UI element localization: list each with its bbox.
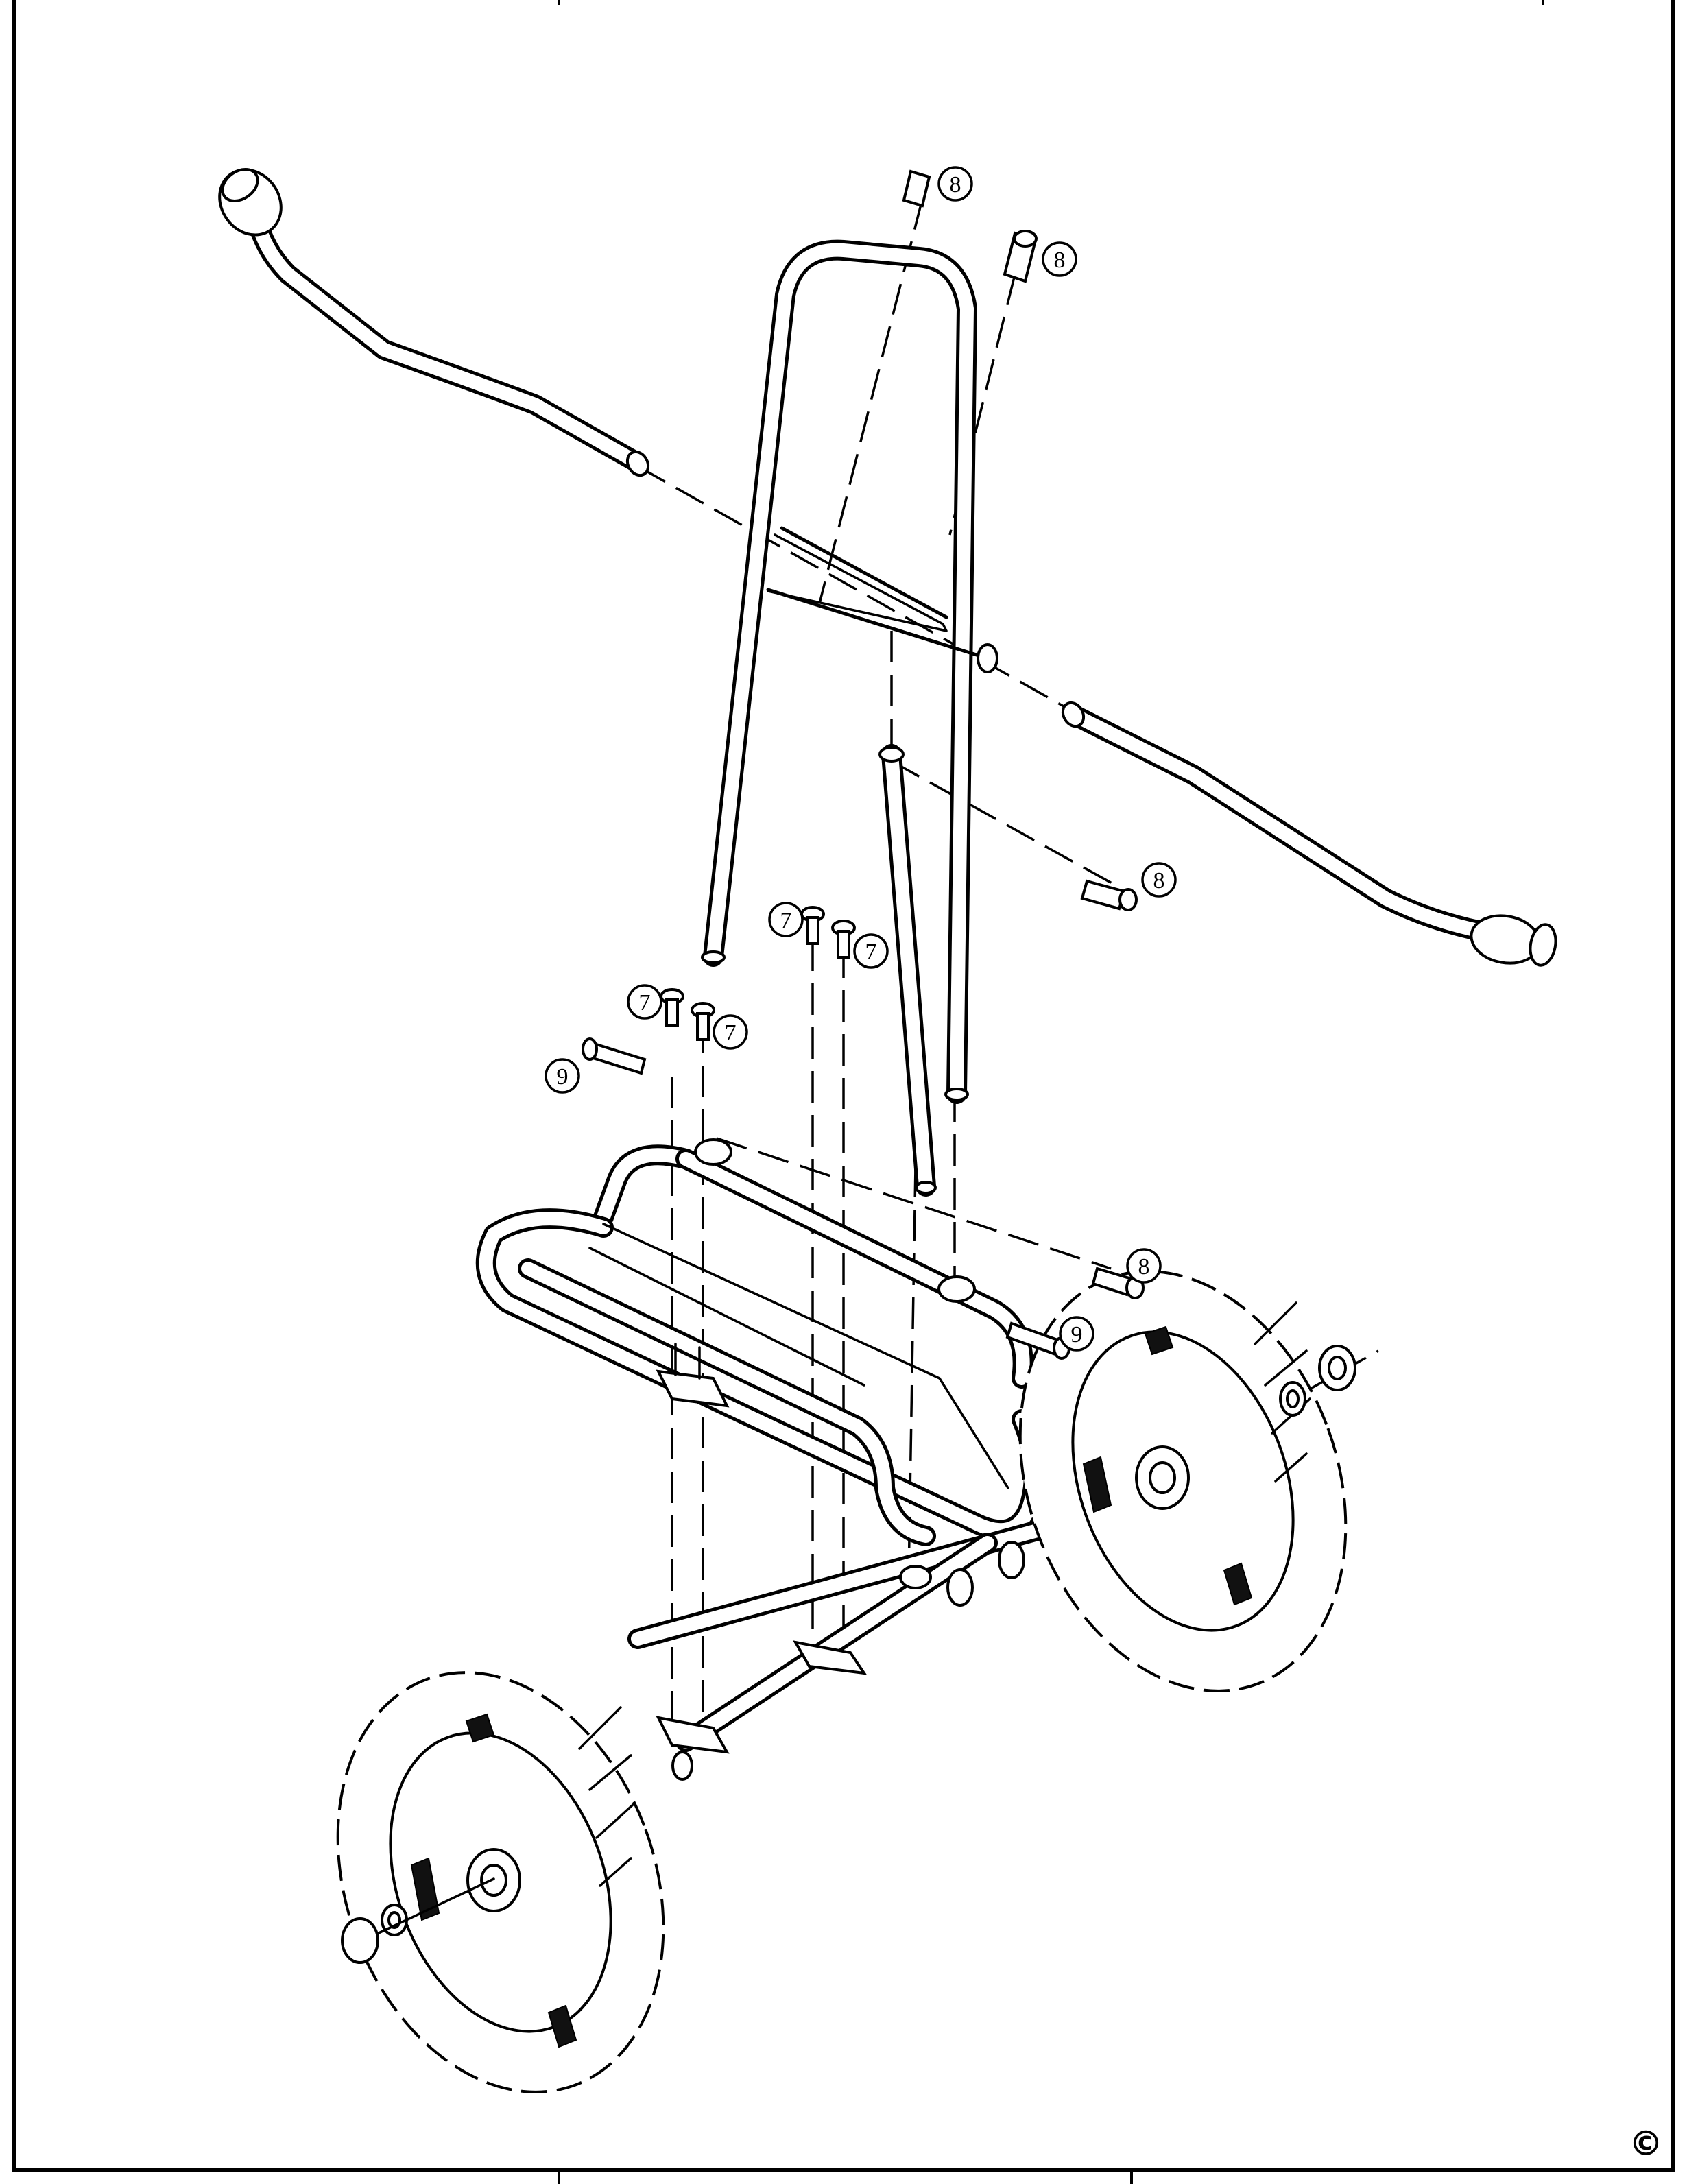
callout-7-c: 7: [768, 902, 804, 937]
callout-7-b: 7: [713, 1014, 748, 1050]
callout-7-b-label: 7: [725, 1020, 737, 1046]
callout-8-upper: 8: [1042, 241, 1077, 277]
callout-8-top: 8: [937, 166, 973, 202]
bolt-7-d: [831, 920, 856, 959]
bolt-8-top-right: [1003, 230, 1038, 283]
callout-7-a: 7: [627, 984, 662, 1020]
axle: [606, 1519, 1053, 1813]
right-handle: [1061, 701, 1557, 967]
drawing-frame: [12, 0, 1675, 2184]
base-tray: [475, 1138, 1044, 1546]
fasteners: [582, 169, 1145, 1360]
bolt-7-c: [800, 906, 825, 945]
callout-9-lower: 9: [1059, 1316, 1094, 1352]
right-wheel-hardware: [1279, 1345, 1356, 1417]
pin-9-upper: [582, 1037, 647, 1075]
right-wheel: [1018, 1270, 1348, 1692]
left-handle: [218, 168, 650, 477]
callout-7-c-label: 7: [780, 908, 792, 933]
callout-7-a-label: 7: [639, 990, 651, 1016]
copyright-mark: ©: [1629, 2124, 1663, 2163]
upright-frame: [701, 239, 998, 1104]
bolt-8-middle: [1080, 879, 1138, 911]
callout-9-lower-label: 9: [1071, 1322, 1083, 1347]
callout-9-upper-label: 9: [557, 1064, 569, 1090]
callout-8-upper-label: 8: [1054, 248, 1066, 273]
callout-8-lower: 8: [1126, 1248, 1162, 1284]
brace-tube: [878, 744, 937, 1197]
callouts: 8 8 8 8 7 7 7 7: [545, 166, 1177, 1352]
left-wheel: [336, 1671, 665, 2093]
callout-8-middle-label: 8: [1153, 868, 1165, 893]
left-wheel-hardware: [341, 1877, 495, 1964]
bolt-8-top-left: [902, 169, 931, 208]
callout-7-d: 7: [853, 933, 889, 969]
bolt-7-a: [660, 988, 684, 1027]
callout-8-middle: 8: [1141, 862, 1177, 898]
callout-7-d-label: 7: [865, 939, 877, 965]
bolt-7-b: [691, 1002, 715, 1041]
callout-8-top-label: 8: [950, 172, 961, 197]
callout-8-lower-label: 8: [1138, 1254, 1150, 1280]
callout-9-upper: 9: [545, 1058, 580, 1094]
